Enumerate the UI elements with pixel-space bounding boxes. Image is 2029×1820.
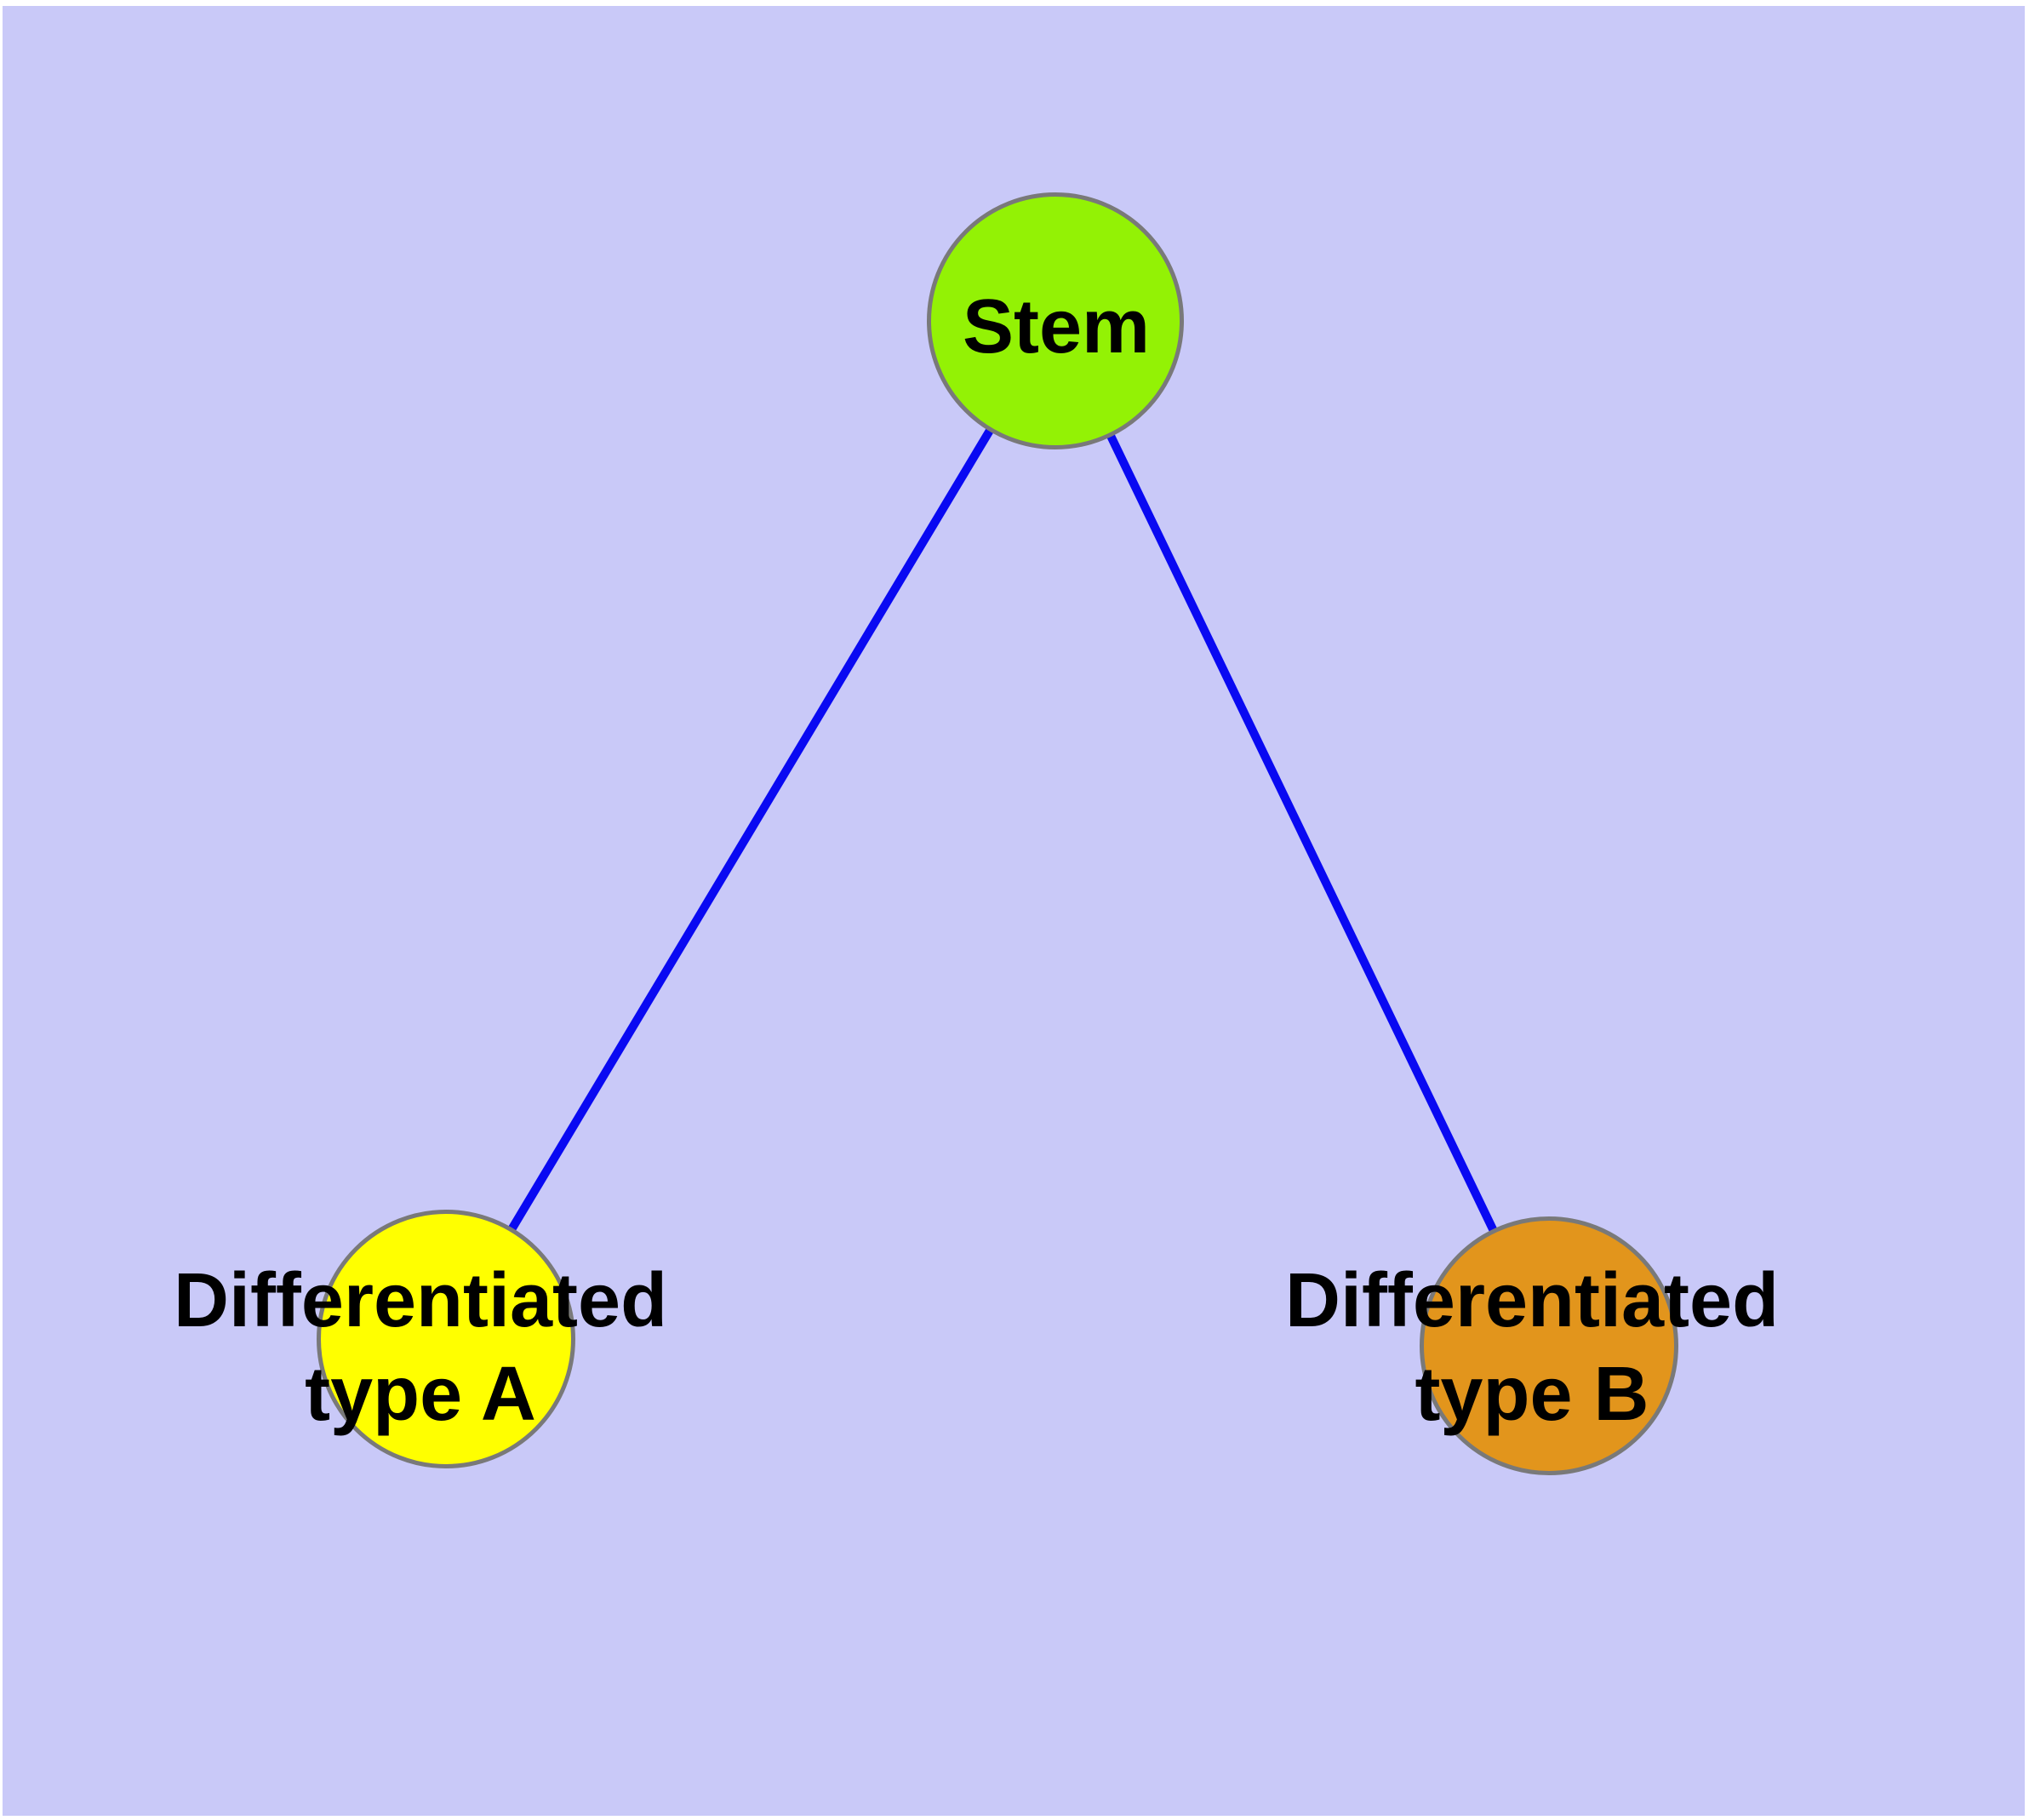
node-stem-circle [927, 192, 1184, 449]
label-line: Differentiated [1284, 1258, 1780, 1343]
node-stem-label-line: Stem [962, 284, 1151, 369]
node-differentiated-type-b-label: Differentiated type B [1285, 1254, 1779, 1441]
node-differentiated-type-a-circle [317, 1210, 575, 1468]
node-differentiated-type-b-circle [1420, 1216, 1678, 1475]
node-differentiated-type-a-label: Differentiated type A [174, 1254, 667, 1441]
edge-stem-to-typeA [442, 318, 1060, 1342]
label-line: type B [1415, 1352, 1649, 1437]
label-line: type A [305, 1352, 536, 1437]
label-line: Differentiated [173, 1258, 668, 1343]
node-stem-label: Stem [963, 280, 1150, 374]
edge-stem-to-typeB [1051, 318, 1553, 1348]
diagram-canvas: Stem Differentiated type A Differentiate… [3, 6, 2025, 1816]
